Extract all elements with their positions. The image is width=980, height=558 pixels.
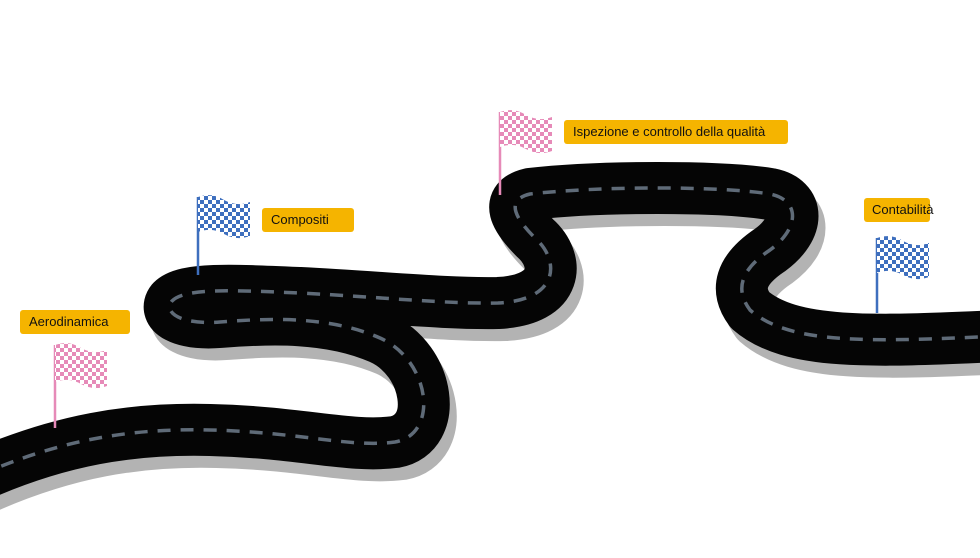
- milestone-flag-ispezione: [498, 110, 552, 195]
- milestone-flag-compositi: [196, 195, 250, 275]
- milestone-flag-contabilita: [875, 236, 929, 313]
- milestone-label-contabilita: Contabilità: [864, 198, 933, 222]
- checkered-flag-icon: [500, 110, 552, 154]
- checkered-flag-icon: [198, 195, 250, 239]
- checkered-flag-icon: [55, 343, 107, 389]
- milestone-flag-aerodinamica: [53, 343, 107, 428]
- milestone-label-ispezione: Ispezione e controllo della qualità: [564, 120, 788, 144]
- milestone-label-aerodinamica: Aerodinamica: [20, 310, 130, 334]
- checkered-flag-icon: [877, 236, 929, 280]
- milestone-label-compositi: Compositi: [262, 208, 354, 232]
- road-lane-markings: [0, 186, 980, 469]
